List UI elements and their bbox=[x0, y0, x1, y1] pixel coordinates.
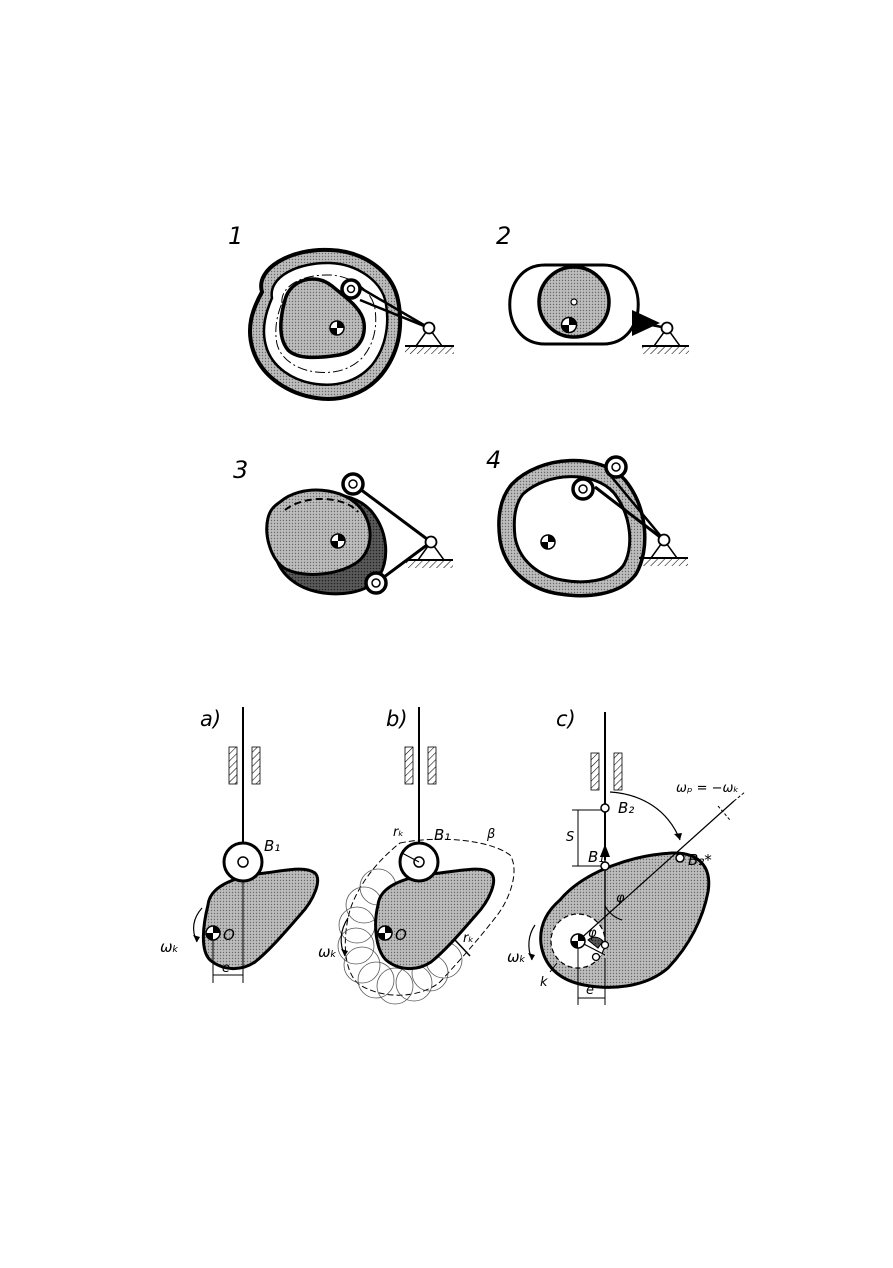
panel-c-label: c) bbox=[556, 707, 576, 731]
figure-3-number: 3 bbox=[233, 456, 248, 484]
panel-b-center-icon bbox=[377, 925, 393, 941]
panel-c-b2-star: B₂* bbox=[688, 851, 712, 869]
figure-1-pivot bbox=[405, 321, 454, 354]
figure-1-number: 1 bbox=[228, 222, 243, 250]
figure-4-inner-groove bbox=[512, 475, 632, 584]
figure-1-center-icon bbox=[329, 320, 345, 336]
panel-b-b1: B₁ bbox=[434, 826, 450, 844]
panel-c-center-icon bbox=[570, 933, 586, 949]
panel-c-phi-upper: φ bbox=[616, 891, 625, 906]
panel-b-rk2: rₖ bbox=[463, 931, 474, 946]
panel-b-rk: rₖ bbox=[393, 825, 404, 840]
panel-b-label: b) bbox=[386, 707, 408, 731]
figure-4-number: 4 bbox=[486, 446, 501, 474]
panel-c-omega-p: ωₚ = −ωₖ bbox=[676, 781, 739, 796]
panel-a-label: a) bbox=[200, 707, 221, 731]
panel-b-pitch-curve bbox=[344, 838, 515, 996]
panel-b-o: O bbox=[395, 926, 407, 944]
panel-c-b2: B₂ bbox=[618, 799, 634, 817]
panel-a-e: e bbox=[222, 961, 230, 976]
figure-3-front-cam bbox=[265, 488, 372, 576]
panel-b-cam bbox=[374, 867, 496, 970]
panel-a: a) B₁ O ωₖ e bbox=[160, 707, 320, 983]
figure-3-pivot bbox=[406, 535, 453, 568]
panel-b-omega: ωₖ bbox=[318, 943, 337, 961]
figure-2-center-icon bbox=[560, 316, 578, 334]
figure-4: 4 bbox=[486, 446, 688, 598]
panel-b: b) rₖ B₁ β O rₖ ωₖ bbox=[318, 707, 515, 1005]
figure-3-center-icon bbox=[330, 533, 346, 549]
panel-c-e: e bbox=[586, 983, 594, 998]
panel-c-omega: ωₖ bbox=[507, 948, 526, 966]
panel-a-b1: B₁ bbox=[264, 837, 280, 855]
panel-c: c) B₂ ωₚ = −ωₖ S B₁ B₂* φ φ bbox=[507, 707, 746, 1005]
figure-2-pivot bbox=[642, 321, 689, 354]
panel-b-beta: β bbox=[486, 827, 495, 842]
panel-c-b1: B₁ bbox=[588, 848, 604, 866]
panel-c-k: k bbox=[540, 975, 548, 990]
figure-3: 3 bbox=[233, 456, 453, 596]
figure-1-pitch-curve bbox=[275, 274, 377, 373]
figure-1: 1 bbox=[228, 222, 454, 401]
figure-2-number: 2 bbox=[496, 222, 511, 250]
figure-4-center-icon bbox=[540, 534, 556, 550]
figure-1-cam bbox=[279, 277, 366, 360]
panel-a-center-icon bbox=[205, 925, 221, 941]
panel-a-cam bbox=[201, 867, 320, 970]
panel-c-s: S bbox=[566, 830, 574, 845]
figure-2: 2 bbox=[496, 222, 689, 354]
panel-c-phi-lower: φ bbox=[588, 926, 597, 941]
panel-a-omega: ωₖ bbox=[160, 938, 179, 956]
panel-a-o: O bbox=[223, 926, 235, 944]
figure-4-pivot bbox=[639, 533, 688, 566]
